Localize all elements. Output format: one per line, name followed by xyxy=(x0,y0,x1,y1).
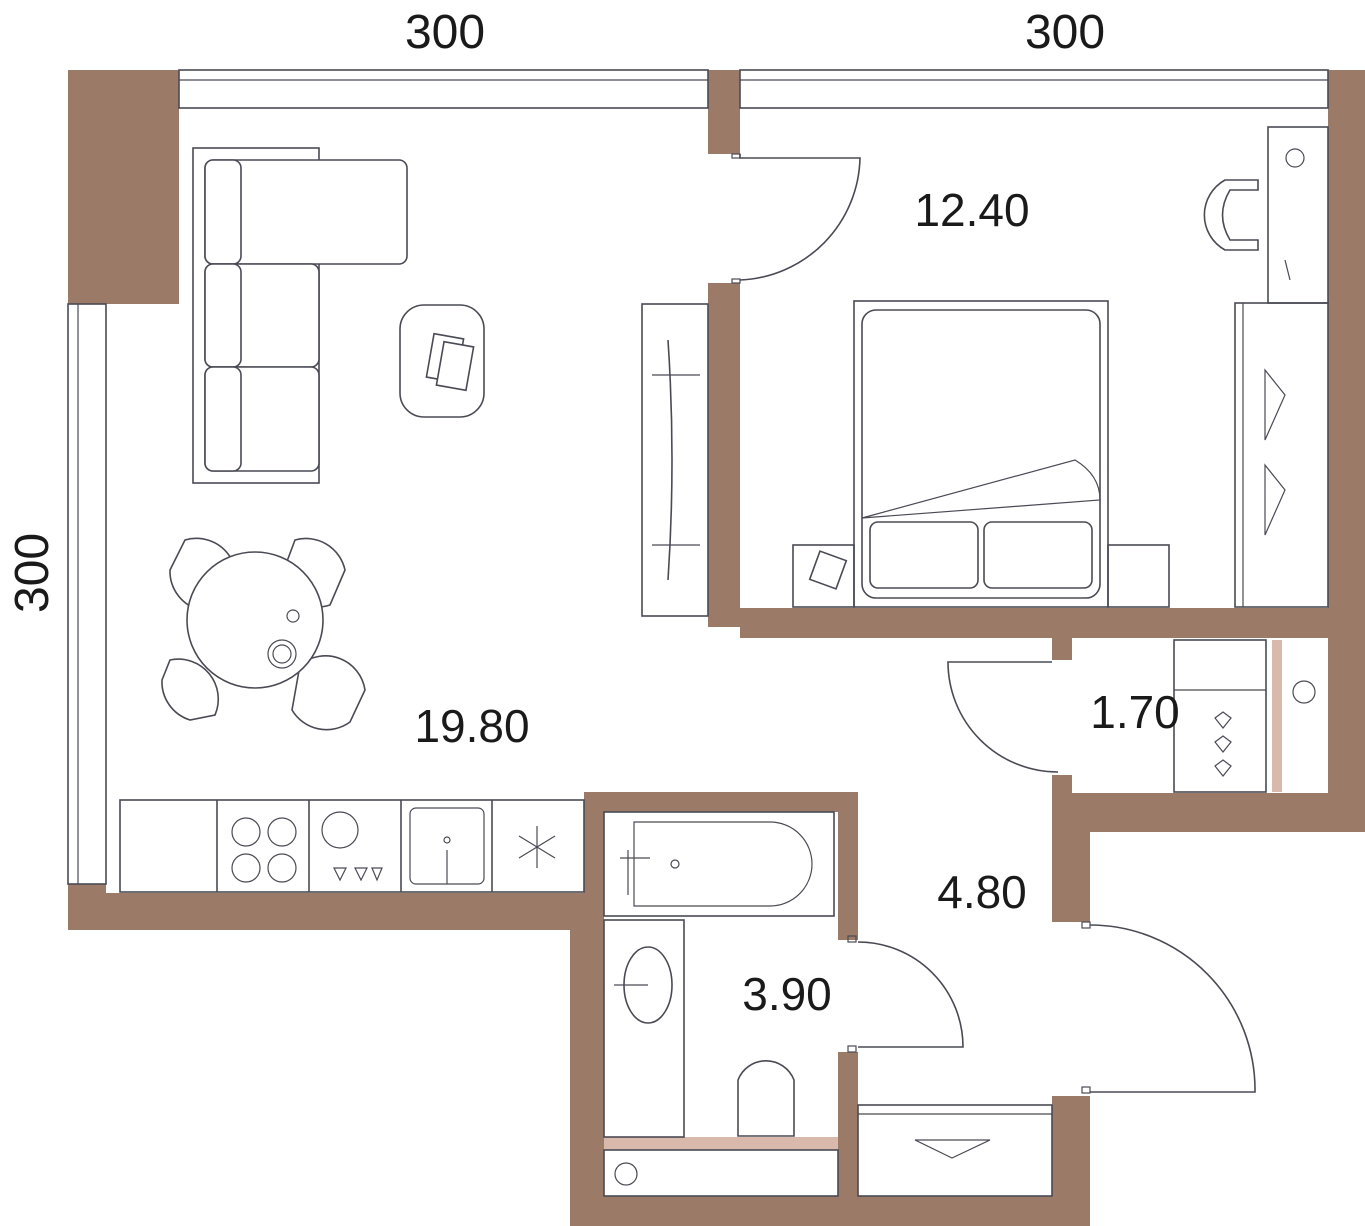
desk xyxy=(1203,126,1329,304)
dining-set xyxy=(161,537,366,731)
dimension-top-right: 300 xyxy=(1025,6,1105,59)
nightstands xyxy=(792,544,1170,608)
storage-area: 1.70 xyxy=(1090,686,1180,738)
living-room-area: 19.80 xyxy=(414,700,529,752)
windows xyxy=(67,69,1329,885)
bedroom-area: 12.40 xyxy=(914,184,1029,236)
tv-unit xyxy=(641,303,709,617)
wardrobe xyxy=(1234,302,1329,608)
hall-closet xyxy=(857,1104,1053,1197)
dimension-top-left: 300 xyxy=(405,6,485,59)
dimension-left: 300 xyxy=(6,533,59,613)
kitchen-counter xyxy=(119,799,585,893)
doors xyxy=(731,153,1256,1094)
walls xyxy=(68,70,1365,1226)
bathroom-fixtures xyxy=(603,811,839,1197)
sofa xyxy=(192,147,408,484)
bed xyxy=(853,300,1109,608)
hall-area: 4.80 xyxy=(937,866,1027,918)
coffee-table xyxy=(399,304,485,418)
bathroom-area: 3.90 xyxy=(742,968,832,1020)
storage-appliances xyxy=(1173,639,1316,793)
